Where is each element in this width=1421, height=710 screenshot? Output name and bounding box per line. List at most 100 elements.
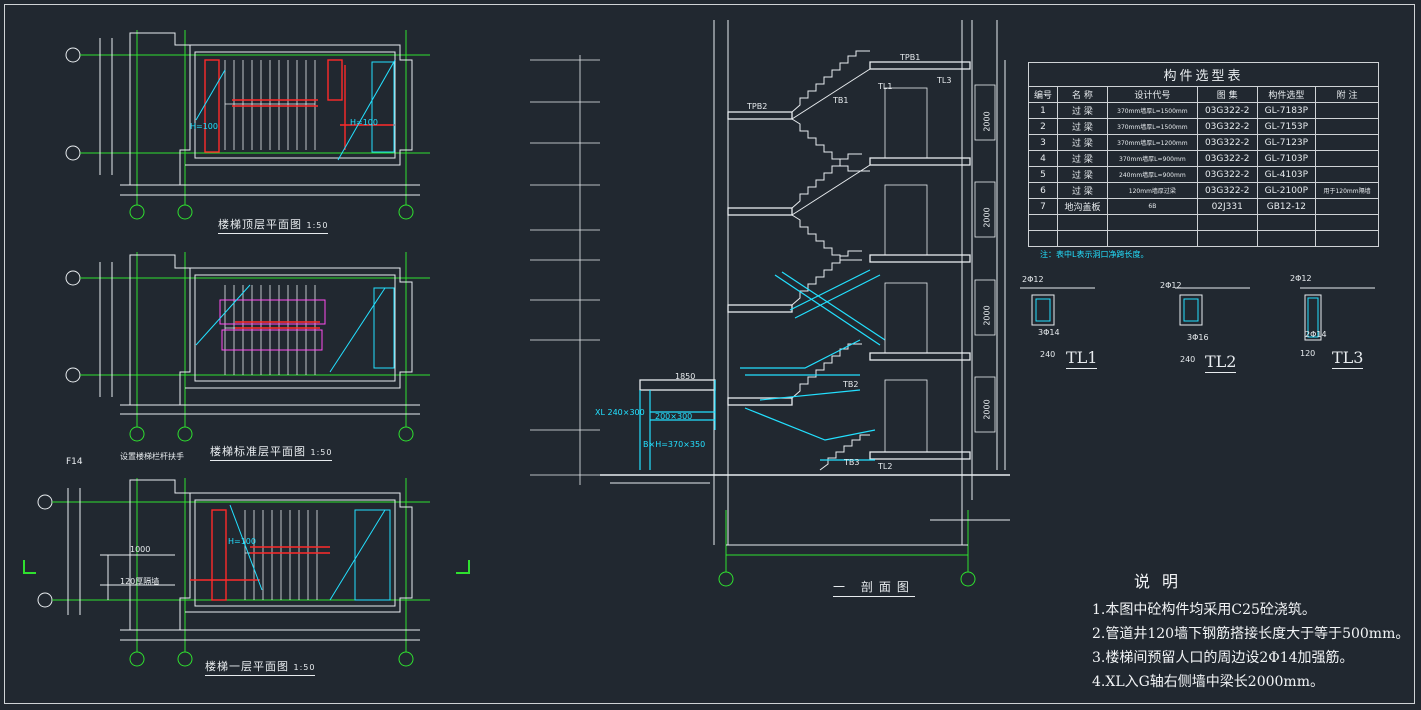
section-bh-200: 200×300 <box>655 412 693 421</box>
table-cell <box>1027 230 1059 247</box>
plan-ground-title: 楼梯一层平面图 1:50 <box>205 658 316 676</box>
table-cell: GL-7103P <box>1256 150 1317 167</box>
table-cell: 过 梁 <box>1057 102 1108 119</box>
plan-standard-title: 楼梯标准层平面图 1:50 <box>210 443 333 461</box>
detail-tl1-dim: 240 <box>1040 350 1056 359</box>
table-cell: 过 梁 <box>1057 150 1108 167</box>
table-cell: 03G322-2 <box>1196 182 1258 199</box>
table-cell: 03G322-2 <box>1196 166 1258 183</box>
plan-standard-title-text: 楼梯标准层平面图 <box>210 445 306 458</box>
table-cell: 2 <box>1027 118 1059 135</box>
section-dim-2000-d: 2000 <box>982 399 992 420</box>
detail-tl1-name: TL1 <box>1066 348 1098 369</box>
table-cell <box>1256 230 1317 247</box>
beam-details <box>1020 287 1375 341</box>
axis-bubble <box>398 651 414 667</box>
detail-tl3-top: 2Φ12 <box>1290 274 1312 283</box>
section-title-text: 剖面图 <box>860 580 915 594</box>
axis-bubble <box>960 571 976 587</box>
detail-tl2-dim: 240 <box>1180 355 1196 364</box>
table-cell: GB12-12 <box>1256 198 1317 215</box>
table-cell: 1 <box>1027 102 1059 119</box>
col-header: 构件选型 <box>1256 86 1317 103</box>
axis-bubble <box>65 270 81 286</box>
section-dim-1850: 1850 <box>675 372 696 381</box>
col-header: 编号 <box>1027 86 1059 103</box>
axis-bubble <box>129 651 145 667</box>
section-mark: 一 <box>833 580 852 594</box>
detail-tl2-side: 3Φ16 <box>1187 333 1209 342</box>
corner-marks <box>23 560 470 574</box>
table-cell <box>1315 150 1379 167</box>
note-item: 4.XL入G轴右侧墙中梁长2000mm。 <box>1092 674 1324 690</box>
axis-bubble <box>37 592 53 608</box>
table-cell: 370mm墙厚L=1200mm <box>1106 134 1198 151</box>
table-cell: 6 <box>1027 182 1059 199</box>
table-cell: 03G322-2 <box>1196 134 1258 151</box>
section-tpb1: TPB1 <box>900 53 921 62</box>
notes-block: 说明 1.本图中砼构件均采用C25砼浇筑。 2.管道井120墙下钢筋搭接长度大于… <box>1092 568 1409 694</box>
axis-bubble <box>398 204 414 220</box>
table-cell: GL-4103P <box>1256 166 1317 183</box>
axis-bubble <box>398 426 414 442</box>
plan-top-scale: 1:50 <box>306 221 329 230</box>
section-dim-2000-b: 2000 <box>982 207 992 228</box>
table-cell: 地沟盖板 <box>1057 198 1108 215</box>
col-header: 附 注 <box>1315 86 1379 103</box>
note-item: 1.本图中砼构件均采用C25砼浇筑。 <box>1092 602 1316 618</box>
section-bh: B×H=370×350 <box>643 440 706 449</box>
axis-bubble <box>37 494 53 510</box>
table-cell: 过 梁 <box>1057 166 1108 183</box>
plan-label-pipe: 120厚隔墙 <box>120 577 160 586</box>
axis-bubble <box>129 204 145 220</box>
plan-label-h100-ground: H=100 <box>228 537 256 546</box>
plan-label-dim-1000: 1000 <box>130 545 151 554</box>
table-cell: 过 梁 <box>1057 134 1108 151</box>
table-cell <box>1315 198 1379 215</box>
plan-label-seal: 设置楼梯栏杆扶手 <box>120 452 184 461</box>
section-tl1: TL1 <box>878 82 893 91</box>
table-cell: 370mm墙厚L=900mm <box>1106 150 1198 167</box>
notes-heading: 说明 <box>1134 572 1191 591</box>
table-cell <box>1315 230 1379 247</box>
table-cell <box>1196 230 1258 247</box>
table-cell <box>1196 214 1258 231</box>
table-note: 注：表中L表示洞口净跨长度。 <box>1040 250 1149 259</box>
table-cell: GL-7183P <box>1256 102 1317 119</box>
section-dim-2000-c: 2000 <box>982 305 992 326</box>
table-cell <box>1256 214 1317 231</box>
section-xl: XL 240×300 <box>595 408 645 417</box>
section-drawing <box>530 20 1010 587</box>
table-cell: 370mm墙厚L=1500mm <box>1106 102 1198 119</box>
plan-ground-title-text: 楼梯一层平面图 <box>205 660 289 673</box>
table-row <box>1027 230 1379 247</box>
note-item: 2.管道井120墙下钢筋搭接长度大于等于500mm。 <box>1092 626 1410 642</box>
table-cell: 用于120mm隔墙 <box>1315 182 1379 199</box>
section-title: 一 剖面图 <box>833 578 915 597</box>
table-row <box>1027 214 1379 231</box>
parts-table-header-row: 编号 名 称 设计代号 图 集 构件选型 附 注 <box>1027 86 1379 103</box>
axis-bubble <box>177 426 193 442</box>
detail-tl2-top: 2Φ12 <box>1160 281 1182 290</box>
plan-standard-floor <box>65 252 430 442</box>
detail-tl3-name: TL3 <box>1332 348 1364 369</box>
plan-top-title-text: 楼梯顶层平面图 <box>218 218 302 231</box>
table-cell <box>1106 214 1198 231</box>
plan-label-f14: F14 <box>66 457 83 467</box>
table-cell <box>1315 214 1379 231</box>
table-cell: 4 <box>1027 150 1059 167</box>
table-cell <box>1057 214 1108 231</box>
section-tl3: TL3 <box>937 76 952 85</box>
parts-table-caption: 构件选型表 <box>1028 62 1379 86</box>
table-cell <box>1027 214 1059 231</box>
table-cell <box>1315 118 1379 135</box>
axis-bubble <box>65 145 81 161</box>
table-cell: 5 <box>1027 166 1059 183</box>
plan-ground-floor <box>37 478 430 667</box>
